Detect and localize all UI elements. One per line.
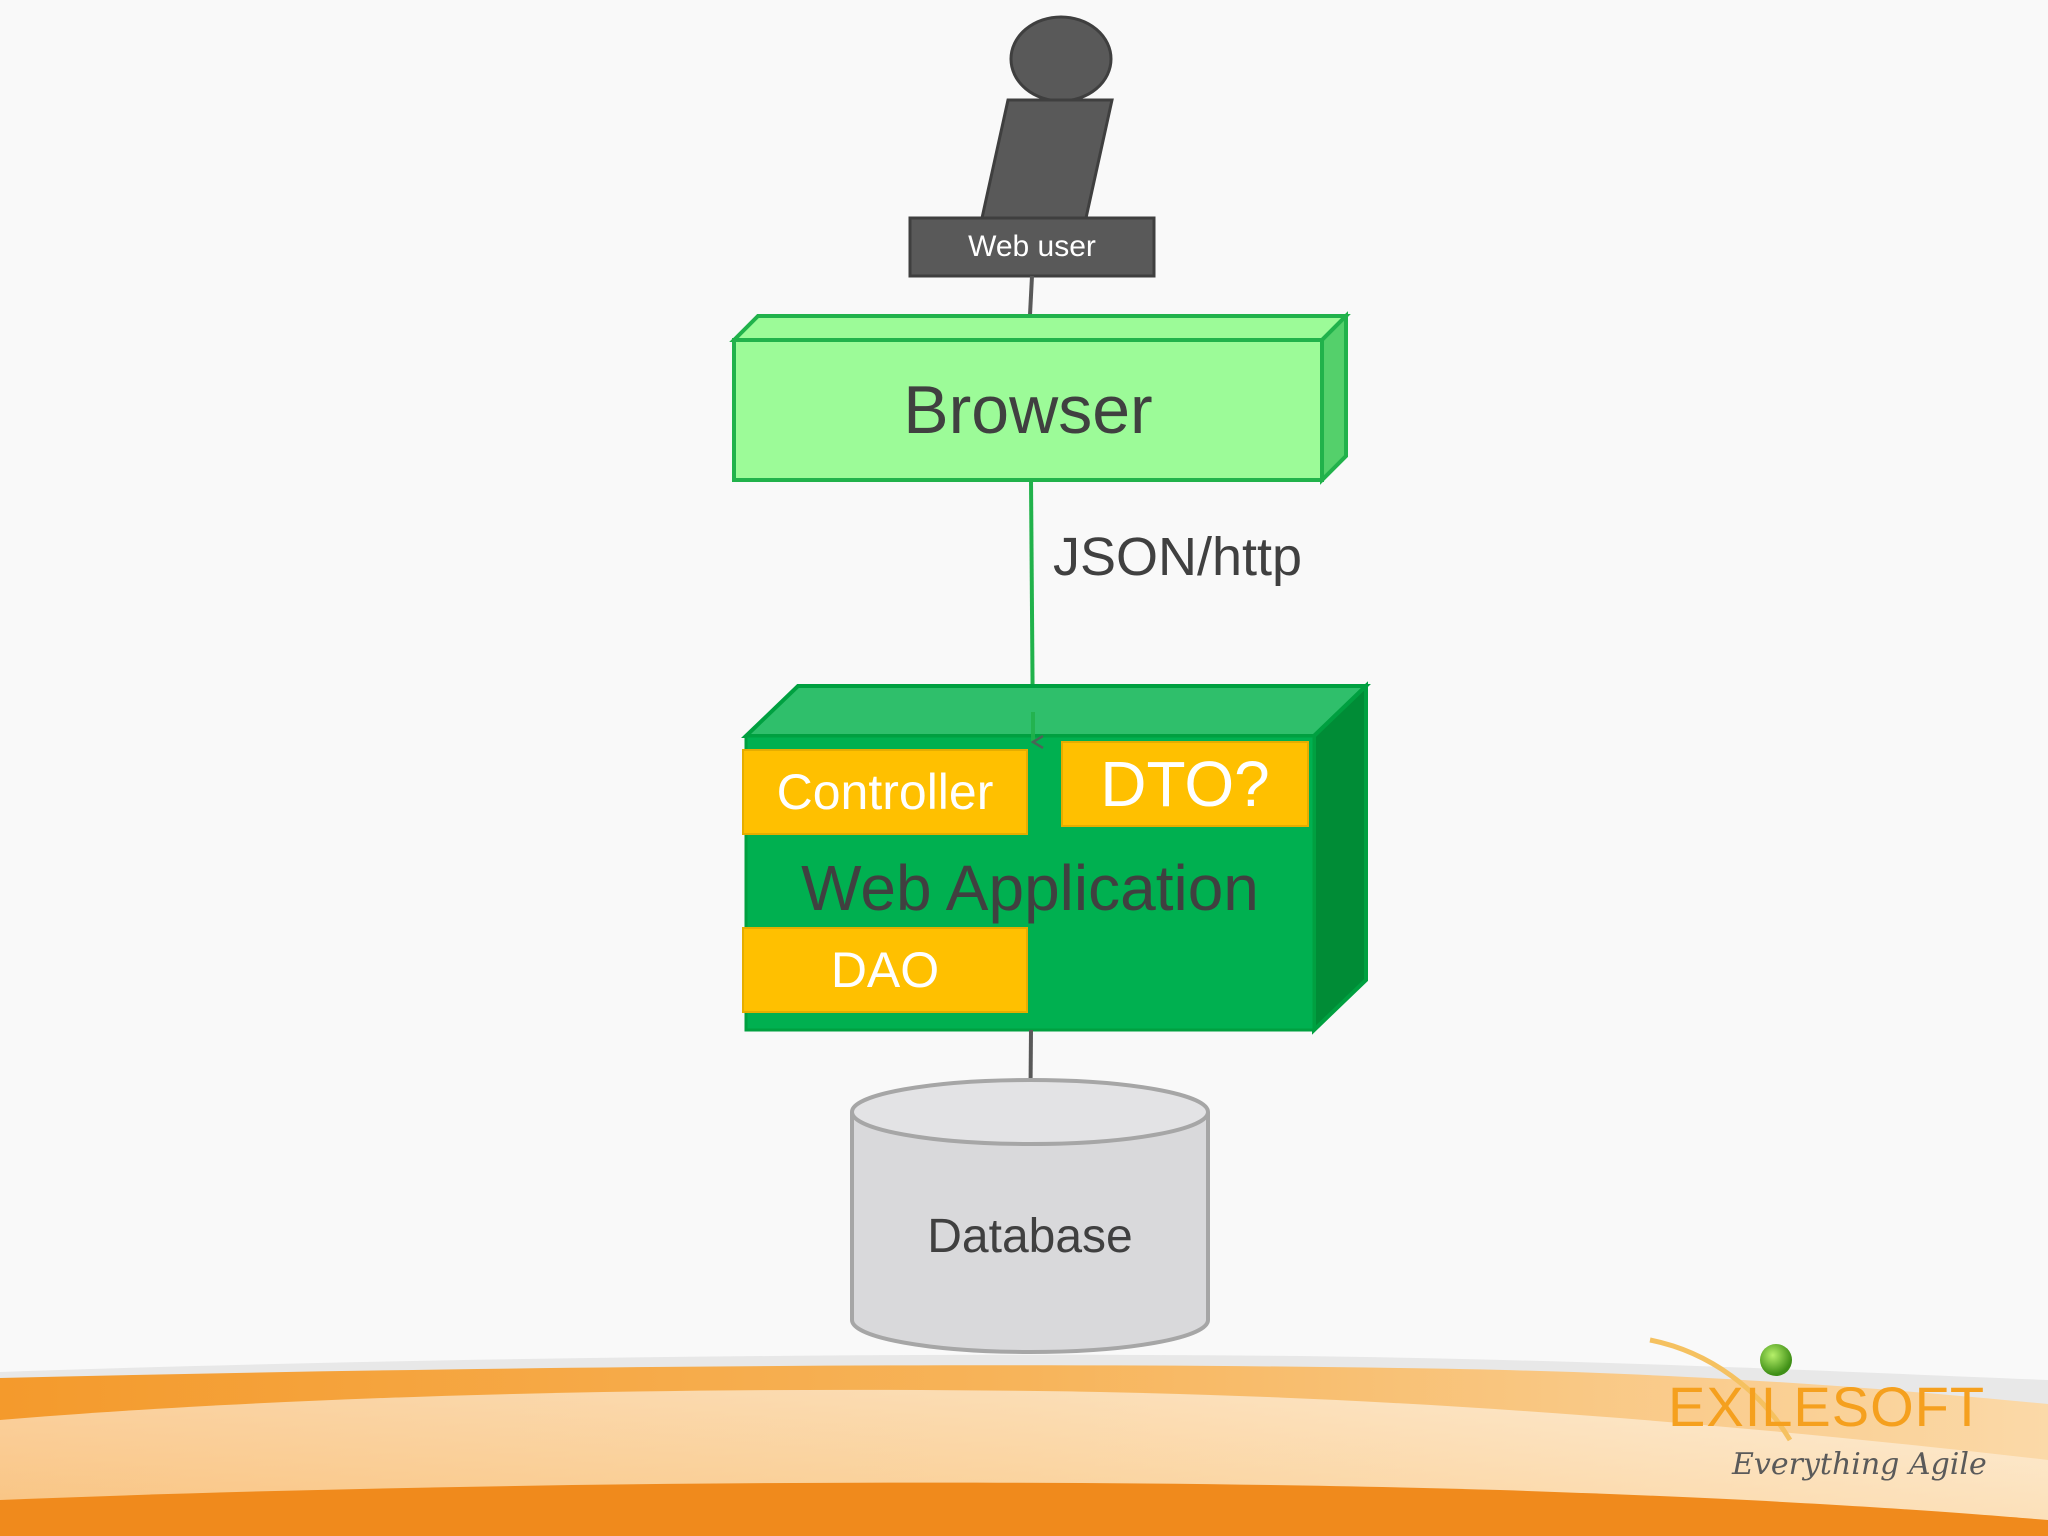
web-user-label: Web user [968, 230, 1096, 263]
dao-label: DAO [830, 942, 940, 998]
database-label: Database [927, 1210, 1133, 1263]
dto-label: DTO? [1100, 748, 1270, 820]
webapp-box-top [741, 684, 1371, 738]
exilesoft-wordmark: EXILESOFT [1668, 1374, 1986, 1438]
controller-label: Controller [776, 764, 994, 820]
controller-box [742, 749, 1028, 835]
logo-swoosh-icon [1649, 1337, 1793, 1442]
exilesoft-logo-graphic [1649, 1337, 1793, 1442]
browser-box [729, 311, 1351, 485]
browser-box-side [1320, 311, 1348, 485]
exilesoft-tagline: Everything Agile [1732, 1446, 1987, 1482]
dao-box [742, 927, 1028, 1013]
browser-box-top [729, 314, 1351, 342]
logo-ball-icon [1760, 1344, 1792, 1376]
json-http-label: JSON/http [1053, 527, 1303, 587]
database-body [850, 1112, 1210, 1354]
web-application-label: Web Application [801, 852, 1259, 924]
actor-body [980, 98, 1114, 220]
database-top [850, 1078, 1210, 1146]
dto-box [1061, 741, 1309, 827]
webapp-box-side [1312, 681, 1368, 1035]
web-user-actor [908, 15, 1156, 278]
browser-label: Browser [903, 372, 1153, 448]
bottom-swoosh-decoration [0, 1354, 2048, 1536]
browser-box-front [732, 338, 1324, 482]
actor-head [1009, 15, 1113, 103]
database-cylinder [850, 1078, 1210, 1354]
